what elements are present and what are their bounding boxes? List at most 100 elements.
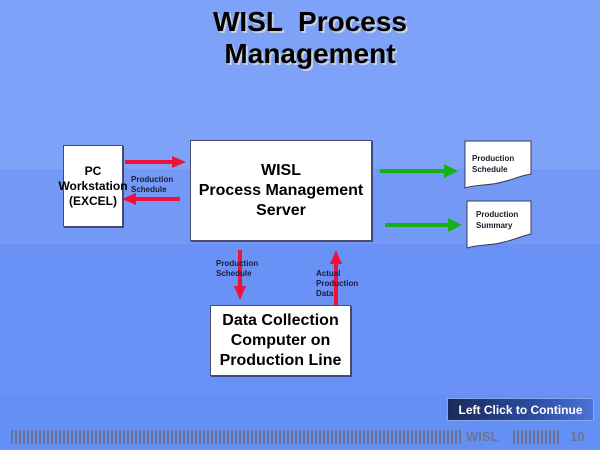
footer-tick xyxy=(35,430,37,444)
node-label: Process Management xyxy=(198,181,364,199)
footer-tick xyxy=(263,430,265,444)
footer-tick xyxy=(339,430,341,444)
footer-tick xyxy=(537,430,539,444)
node-label: Production Line xyxy=(219,351,342,369)
node-label: Data Collection xyxy=(222,311,339,329)
title-line-1: WISL Process xyxy=(212,6,407,37)
footer-tick xyxy=(327,430,329,444)
footer-tick xyxy=(183,430,185,444)
footer-tick xyxy=(243,430,245,444)
footer-tick xyxy=(391,430,393,444)
footer-tick xyxy=(127,430,129,444)
footer-tick xyxy=(351,430,353,444)
footer-tick xyxy=(319,430,321,444)
arrow-server-to-schedule-doc xyxy=(380,164,458,178)
node-label: (EXCEL) xyxy=(69,193,117,208)
footer-tick xyxy=(191,430,193,444)
footer-tick xyxy=(131,430,133,444)
footer-tick xyxy=(55,430,57,444)
footer-tick xyxy=(119,430,121,444)
footer-tick xyxy=(451,430,453,444)
footer-tick xyxy=(15,430,17,444)
edge-label-text: Production xyxy=(131,175,174,184)
footer-tick xyxy=(195,430,197,444)
arrow-server-to-summary-doc xyxy=(385,218,462,232)
footer-tick xyxy=(323,430,325,444)
edge-label-text: Schedule xyxy=(216,269,252,278)
footer-tick xyxy=(51,430,53,444)
footer-tick xyxy=(63,430,65,444)
footer-tick xyxy=(375,430,377,444)
production-summary-document: Production Summary xyxy=(466,200,536,250)
footer-tick xyxy=(83,430,85,444)
footer-tick xyxy=(123,430,125,444)
node-label: PC xyxy=(84,163,102,178)
footer-tick xyxy=(103,430,105,444)
page-number: 10 xyxy=(570,429,585,444)
document-icon xyxy=(464,140,532,189)
footer-tick xyxy=(307,430,309,444)
footer-tick xyxy=(115,430,117,444)
footer-tick xyxy=(415,430,417,444)
footer-decoration xyxy=(11,430,463,444)
footer-tick xyxy=(39,430,41,444)
footer-tick xyxy=(315,430,317,444)
footer-tick xyxy=(359,430,361,444)
footer-tick xyxy=(75,430,77,444)
footer-tick xyxy=(171,430,173,444)
footer-tick xyxy=(71,430,73,444)
continue-button[interactable]: Left Click to Continue xyxy=(447,398,594,421)
document-label: Schedule xyxy=(472,165,508,174)
arrow-data-collection-to-server xyxy=(330,250,342,305)
footer-tick xyxy=(347,430,349,444)
footer-tick xyxy=(203,430,205,444)
footer-tick xyxy=(371,430,373,444)
footer-tick xyxy=(139,430,141,444)
footer-decoration xyxy=(513,430,561,444)
footer-tick xyxy=(407,430,409,444)
footer-tick xyxy=(447,430,449,444)
footer-tick xyxy=(299,430,301,444)
footer-tick xyxy=(87,430,89,444)
footer-tick xyxy=(529,430,531,444)
footer-tick xyxy=(99,430,101,444)
edge-label-text: Actual xyxy=(316,269,341,278)
footer-tick xyxy=(219,430,221,444)
footer-tick xyxy=(311,430,313,444)
footer-tick xyxy=(199,430,201,444)
footer-tick xyxy=(211,430,213,444)
footer-tick xyxy=(147,430,149,444)
footer-tick xyxy=(67,430,69,444)
footer-tick xyxy=(255,430,257,444)
footer-tick xyxy=(79,430,81,444)
footer-tick xyxy=(287,430,289,444)
footer-tick xyxy=(91,430,93,444)
process-management-server-node: WISL Process Management Server xyxy=(190,140,372,241)
footer-tick xyxy=(439,430,441,444)
footer-tick xyxy=(431,430,433,444)
footer-tick xyxy=(159,430,161,444)
node-label: Computer on xyxy=(230,331,331,349)
arrow-pc-to-server xyxy=(125,156,186,168)
node-label: Server xyxy=(256,201,306,219)
footer-tick xyxy=(215,430,217,444)
footer-tick xyxy=(279,430,281,444)
footer-tick xyxy=(363,430,365,444)
edge-label-server-dc: Production Schedule xyxy=(216,259,258,279)
footer-tick xyxy=(427,430,429,444)
footer-tick xyxy=(343,430,345,444)
footer-tick xyxy=(175,430,177,444)
footer-tick xyxy=(553,430,555,444)
footer-tick xyxy=(11,430,13,444)
edge-label-text: Data xyxy=(316,289,334,298)
footer-tick xyxy=(549,430,551,444)
footer-tick xyxy=(179,430,181,444)
data-collection-computer-node: Data Collection Computer on Production L… xyxy=(210,305,351,376)
footer-tick xyxy=(521,430,523,444)
footer-tick xyxy=(239,430,241,444)
footer-tick xyxy=(533,430,535,444)
edge-label-text: Production xyxy=(316,279,359,288)
footer-tick xyxy=(207,430,209,444)
footer-tick xyxy=(19,430,21,444)
